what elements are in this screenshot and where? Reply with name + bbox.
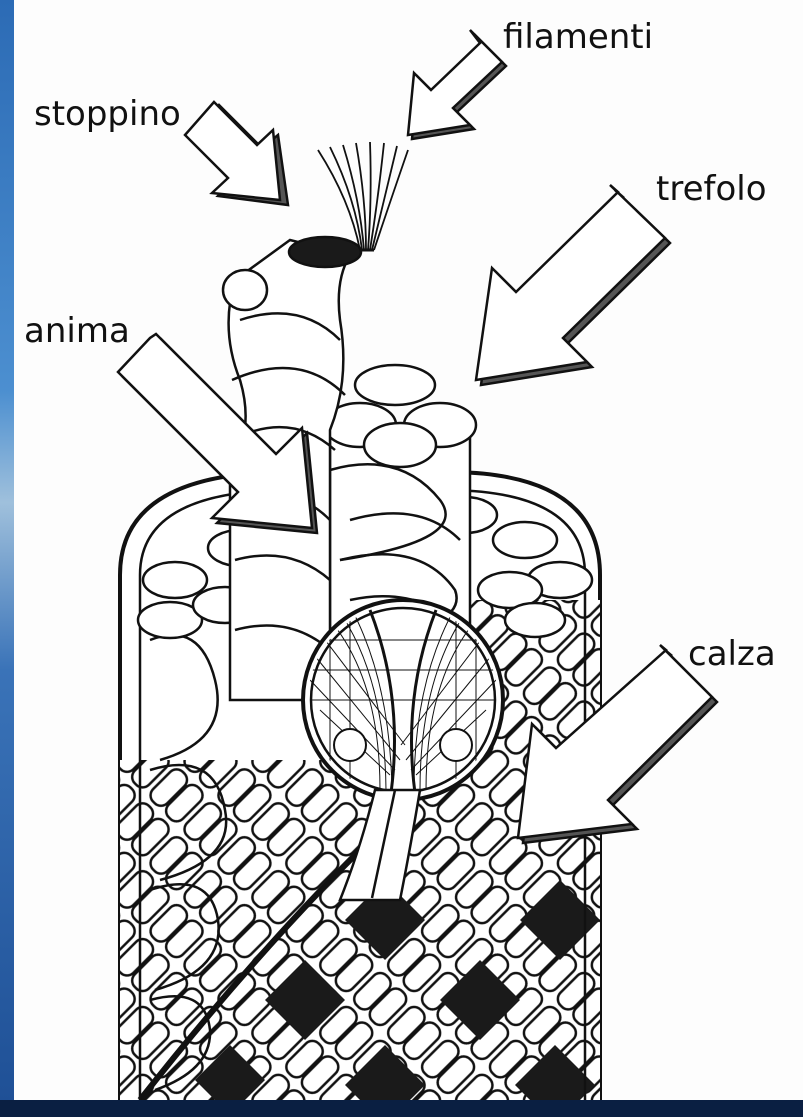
- filament-tuft: [318, 142, 408, 250]
- frame-bottom-edge: [0, 1100, 803, 1117]
- magnifier-loupe: [303, 600, 503, 800]
- label-calza: calza: [688, 634, 776, 674]
- trefolo-arrow: [476, 185, 670, 385]
- filamenti-arrow: [408, 30, 506, 139]
- label-trefolo: trefolo: [656, 169, 767, 209]
- label-filamenti: filamenti: [503, 17, 653, 57]
- stoppino-arrow: [185, 102, 288, 205]
- label-stoppino: stoppino: [34, 94, 181, 134]
- label-anima: anima: [24, 311, 130, 351]
